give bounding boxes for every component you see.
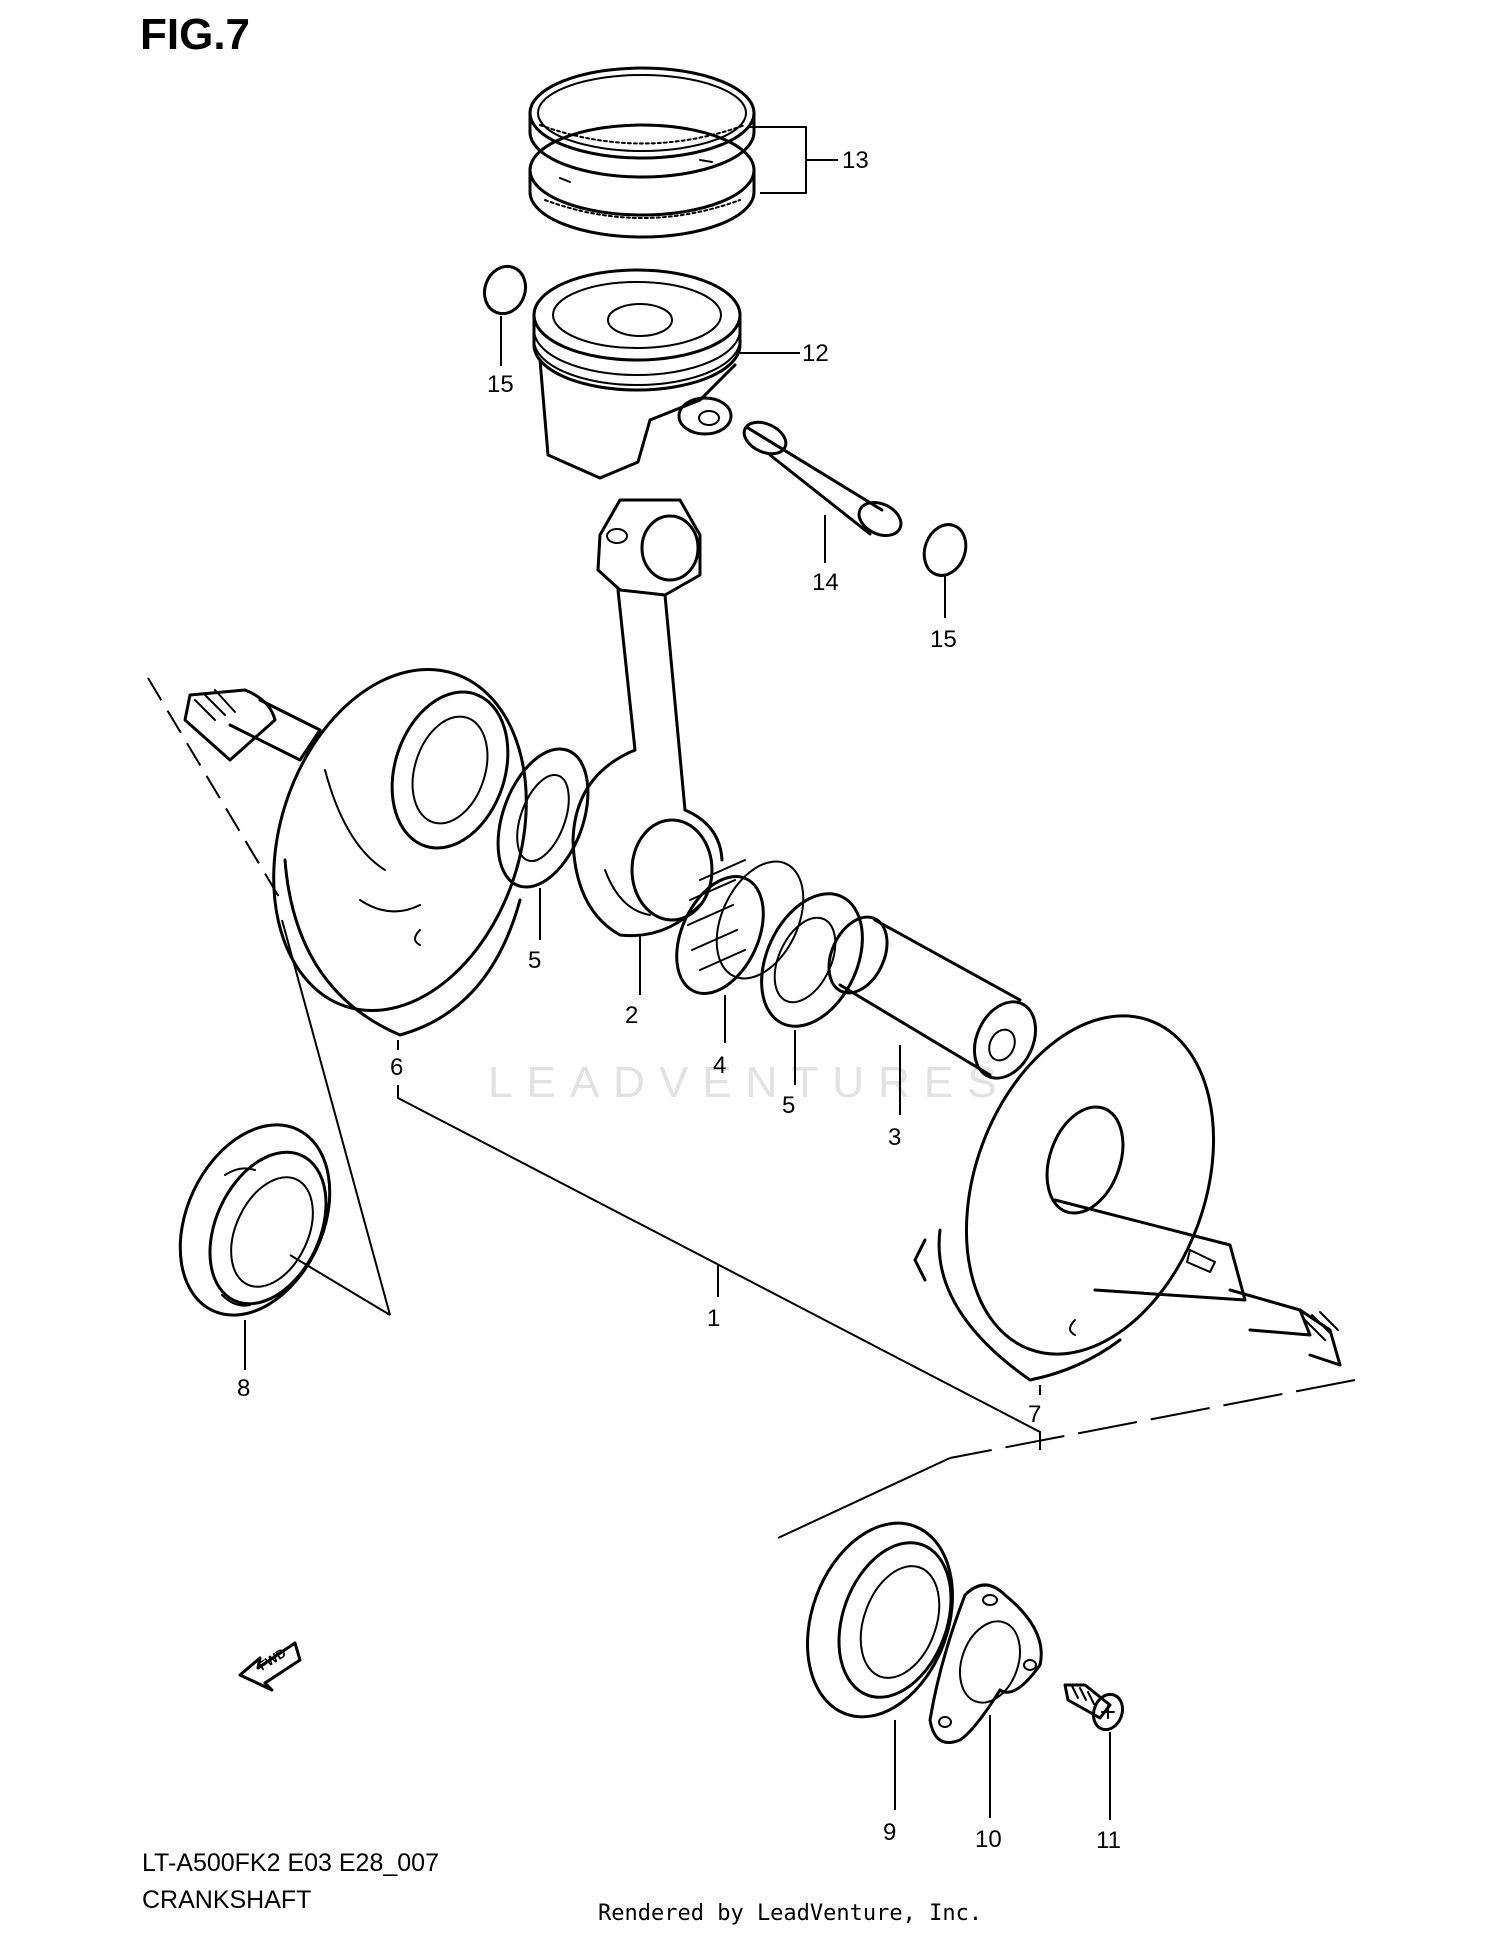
crankshaft-bearing-right: 9	[806, 1521, 954, 1846]
model-code: LT-A500FK2 E03 E28_007	[142, 1849, 439, 1877]
svg-text:2: 2	[625, 1002, 638, 1029]
crankshaft-left-half	[183, 667, 528, 1037]
crankshaft-right-half	[913, 1014, 1342, 1382]
figure-title: FIG.7	[140, 10, 251, 59]
svg-text:9: 9	[883, 1819, 896, 1846]
svg-text:5: 5	[528, 947, 541, 974]
thrust-washer-left: 5	[496, 747, 590, 974]
svg-text:4: 4	[713, 1052, 726, 1079]
svg-text:1: 1	[707, 1305, 720, 1332]
retainer-screw: 11	[1063, 1683, 1125, 1854]
svg-text:6: 6	[390, 1054, 403, 1081]
piston-pin: 14	[742, 420, 903, 596]
crankshaft-bearing-left: 8	[178, 1123, 391, 1402]
callout-12: 12	[740, 340, 829, 367]
svg-text:8: 8	[237, 1375, 250, 1402]
svg-text:13: 13	[842, 147, 869, 174]
crankpin-needle-bearing: 4	[675, 859, 805, 1079]
piston	[532, 268, 742, 480]
svg-text:15: 15	[930, 626, 957, 653]
crank-pin: 3	[827, 915, 1037, 1151]
svg-text:12: 12	[802, 340, 829, 367]
piston-pin-circlip-right: 15	[922, 523, 968, 653]
bearing-retainer-plate: 10	[928, 1583, 1043, 1853]
watermark: LEADVENTURES	[488, 1058, 1011, 1107]
callout-13: 13	[748, 126, 869, 194]
crankshaft-assembly-bracket: 1	[397, 1085, 1041, 1450]
callout-2: 2	[625, 935, 641, 1029]
callout-7: 7	[1028, 1385, 1041, 1428]
forward-direction-arrow: FWD	[238, 1641, 302, 1692]
section-name: CRANKSHAFT	[142, 1886, 312, 1914]
svg-text:14: 14	[812, 569, 839, 596]
svg-text:11: 11	[1096, 1827, 1121, 1854]
svg-text:5: 5	[782, 1092, 795, 1119]
piston-ring-set	[528, 66, 756, 239]
rendered-by-credit: Rendered by LeadVenture, Inc.	[598, 1901, 983, 1926]
callout-6: 6	[390, 1040, 403, 1081]
assembly-guide-lines	[147, 677, 1356, 1539]
piston-pin-circlip-left: 15	[482, 264, 528, 398]
connecting-rod	[571, 498, 724, 938]
thrust-washer-right: 5	[760, 892, 864, 1119]
svg-text:3: 3	[888, 1124, 901, 1151]
svg-text:10: 10	[975, 1826, 1002, 1853]
svg-text:15: 15	[487, 371, 514, 398]
svg-text:7: 7	[1028, 1401, 1041, 1428]
